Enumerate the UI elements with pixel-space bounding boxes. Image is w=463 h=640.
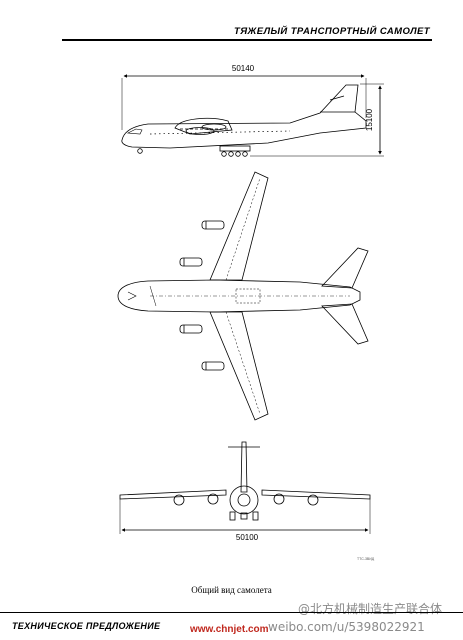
watermark-site: www.chnjet.com (190, 624, 269, 635)
top-engines-upper (179, 220, 225, 267)
front-wing-left (119, 489, 227, 500)
side-cockpit-window (126, 128, 143, 135)
front-vertical-tail (240, 441, 248, 493)
side-engine-nacelle (201, 123, 227, 131)
page-header-title: ТЯЖЕЛЫЙ ТРАНСПОРТНЫЙ САМОЛЕТ (234, 26, 430, 37)
top-stabilizer-upper (321, 247, 369, 289)
front-landing-gear (229, 511, 259, 521)
figure-caption: Общий вид самолета (191, 585, 272, 595)
top-fuselage (117, 279, 361, 313)
drawing-reference-code: ТТС-3ВИД (357, 557, 375, 561)
top-stabilizer-lower (321, 303, 369, 345)
side-tail-detail (329, 95, 345, 101)
side-engine-nacelle (185, 127, 215, 135)
watermark-weibo-handle: @北方机械制造生产联合体 (298, 602, 443, 616)
footer-title: ТЕХНИЧЕСКОЕ ПРЕДЛОЖЕНИЕ (12, 621, 161, 631)
front-view (119, 441, 371, 534)
top-view (117, 171, 369, 421)
side-height-dimension: 15100 (365, 108, 374, 131)
front-span-dimension: 50100 (236, 533, 259, 542)
side-view (121, 74, 384, 157)
side-landing-gear (137, 145, 251, 157)
footer-rule (0, 612, 463, 613)
top-wing-upper (209, 171, 269, 281)
front-engines (173, 493, 319, 506)
front-fuselage (229, 485, 259, 515)
side-fuselage (121, 84, 367, 149)
front-wing-right (261, 489, 371, 500)
side-length-dimension: 50140 (232, 64, 255, 73)
top-engines-lower (179, 324, 225, 371)
top-wing-lower (209, 311, 269, 421)
watermark-weibo-url: weibo.com/u/5398022921 (268, 620, 425, 634)
header-rule (62, 39, 432, 41)
side-wing-fairing (174, 117, 233, 135)
